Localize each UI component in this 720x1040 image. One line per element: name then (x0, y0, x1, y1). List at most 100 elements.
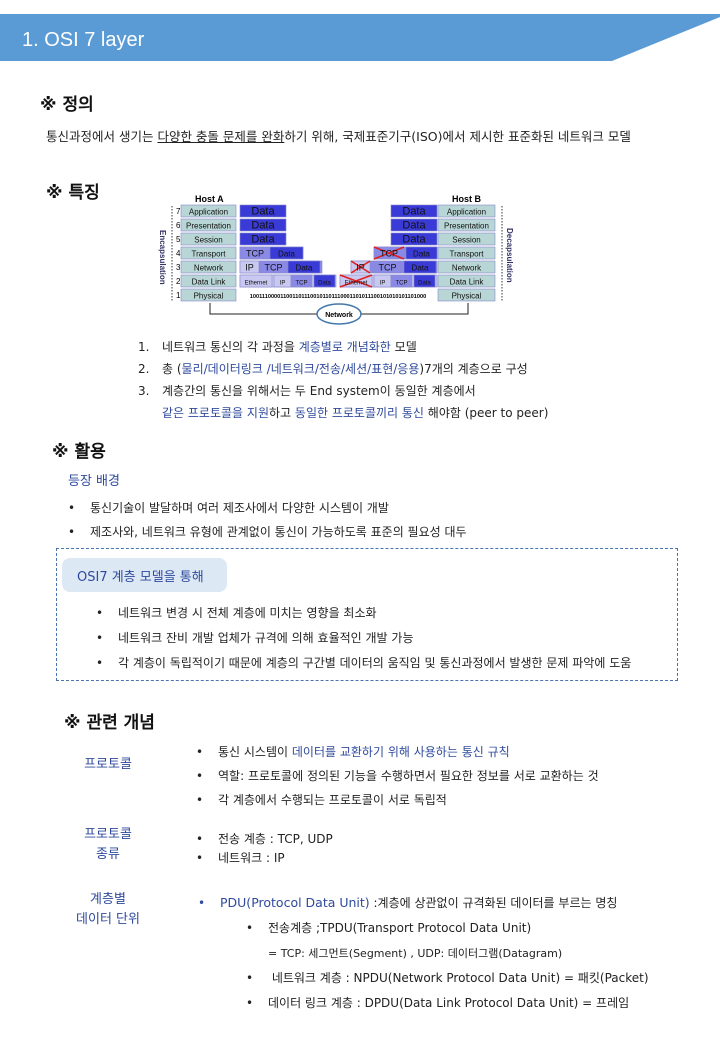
host-a-layer (180, 218, 237, 232)
host-b-layer-label: Physical (452, 292, 482, 301)
data-unit-label: Data (251, 220, 275, 232)
host-b-layer (437, 204, 496, 218)
ethernet-header-label: Ethernet (345, 281, 368, 287)
ip-header (239, 260, 260, 274)
host-a-layer (180, 260, 237, 274)
data-unit-label: Data (318, 281, 331, 287)
tcp-header-label: TCP (296, 281, 308, 287)
removed-header-x-icon (339, 274, 373, 288)
host-a-layer (180, 204, 237, 218)
list-item: •통신 시스템이 데이터를 교환하기 위해 사용하는 통신 규칙 (196, 745, 510, 759)
layer-number: 7 (176, 207, 181, 216)
definition-heading: ※ 정의 (40, 95, 94, 115)
host-a-layer (180, 288, 237, 302)
data-unit-label: Data (251, 234, 275, 246)
layer-number: 3 (176, 263, 181, 272)
protocol-types-bullets: •전송 계층 : TCP, UDP •네트워크 : IP (196, 830, 333, 868)
tcp-header-label: TCP (265, 263, 283, 273)
data-unit (269, 246, 304, 260)
network-label: Network (325, 312, 353, 319)
page-title: 1. OSI 7 layer (22, 29, 145, 51)
host-b-layer (437, 232, 496, 246)
list-item: • 네트워크 계층 : NPDU(Network Protocol Data U… (246, 971, 649, 985)
feature-item-continued: 같은 프로토콜을 지원하고 동일한 프로토콜끼리 통신 해야함 (peer to… (162, 406, 549, 420)
data-unit (390, 204, 438, 218)
data-unit (405, 246, 438, 260)
host-b-layer-label: Data Link (450, 278, 485, 287)
box-title: OSI7 계층 모델을 통해 (62, 558, 227, 592)
data-unit-label: Data (251, 206, 275, 218)
layer-number: 1 (176, 291, 181, 300)
feature-item: 3.계층간의 통신을 위해서는 두 End system이 동일한 계층에서 (138, 384, 476, 398)
usage-bullets: •통신기술이 발달하며 여러 제조사에서 다양한 시스템이 개발 •제조사와, … (68, 496, 467, 544)
host-b-layer-label: Session (452, 236, 480, 245)
list-item: •각 계층에서 수행되는 프로토콜이 서로 독립적 (196, 793, 447, 807)
host-b-layer-label: Network (452, 264, 482, 273)
list-item: •네트워크 변경 시 전체 계층에 미치는 영향을 최소화 (96, 606, 377, 620)
host-b-layer-label: Presentation (444, 222, 489, 231)
host-a-label: Host A (195, 194, 224, 204)
ethernet-header (239, 274, 273, 288)
host-b-layer (437, 274, 496, 288)
host-a-layer (180, 246, 237, 260)
host-b-layer-label: Transport (450, 250, 485, 259)
data-unit-label: Data (418, 281, 431, 287)
related-heading: ※ 관련 개념 (64, 713, 155, 733)
tcp-header (373, 260, 402, 274)
removed-header-x-icon (373, 246, 405, 260)
host-b-layer (437, 246, 496, 260)
list-item-continued: = TCP: 세그먼트(Segment) , UDP: 데이터그램(Datagr… (268, 947, 563, 960)
data-unit (390, 218, 438, 232)
tcp-header-label: TCP (379, 263, 397, 273)
data-unit (239, 232, 287, 246)
network-cloud-icon (316, 303, 362, 325)
network-link (209, 303, 469, 315)
protocol-label: 프로토콜 (84, 757, 132, 772)
host-a-layer-label: Network (194, 264, 224, 273)
ip-header-label: IP (356, 263, 365, 273)
data-unit-label: Data (412, 264, 429, 273)
box-bullets: •네트워크 변경 시 전체 계층에 미치는 영향을 최소화 •네트워크 잔비 개… (96, 601, 631, 676)
data-unit (313, 274, 336, 288)
data-unit-label: Data (278, 250, 295, 259)
decapsulation-label: Decapsulation (505, 228, 514, 283)
list-item: •전송 계층 : TCP, UDP (196, 832, 333, 846)
data-unit (239, 218, 287, 232)
layer-number: 6 (176, 221, 181, 230)
host-b-layer (437, 288, 496, 302)
tcp-header (390, 274, 413, 288)
host-a-layer (180, 274, 237, 288)
removed-header-x-icon (350, 260, 371, 274)
data-unit-label: Data (402, 220, 426, 232)
usage-subheading: 등장 배경 (68, 474, 120, 489)
host-a-layer-label: Session (194, 236, 222, 245)
tcp-header (259, 260, 288, 274)
features-heading: ※ 특징 (46, 183, 100, 203)
feature-item: 2.총 (물리/데이터링크 /네트워크/전송/세션/표현/응용)7개의 계층으로… (138, 362, 528, 376)
data-unit (239, 204, 287, 218)
host-a-layer-label: Presentation (186, 222, 231, 231)
list-item: •데이터 링크 계층 : DPDU(Data Link Protocol Dat… (246, 996, 630, 1010)
layer-number: 2 (176, 277, 181, 286)
host-a-layer (180, 232, 237, 246)
tcp-header (290, 274, 313, 288)
list-item: •통신기술이 발달하며 여러 제조사에서 다양한 시스템이 개발 (68, 501, 389, 515)
host-a-layer-label: Data Link (192, 278, 227, 287)
tcp-header-label: TCP (246, 249, 264, 259)
host-a-layer-label: Application (189, 208, 228, 217)
usage-heading: ※ 활용 (52, 442, 106, 462)
features-list: 1.네트워크 통신의 각 과정을 계층별로 개념화한 모델 2.총 (물리/데이… (138, 336, 548, 424)
data-unit-label: Data (296, 264, 313, 273)
encapsulation-label: Encapsulation (158, 230, 167, 285)
tcp-header-label: TCP (396, 281, 408, 287)
host-b-layer (437, 218, 496, 232)
pdu-main: •PDU(Protocol Data Unit) :계층에 상관없이 규격화된 … (198, 895, 618, 910)
layer-number: 4 (176, 249, 181, 258)
ip-header-label: IP (245, 263, 254, 273)
osi-benefits-box (56, 548, 678, 681)
list-item: •역할: 프로토콜에 정의된 기능을 수행하면서 필요한 정보를 서로 교환하는… (196, 769, 599, 783)
data-unit-label: Data (413, 250, 430, 259)
